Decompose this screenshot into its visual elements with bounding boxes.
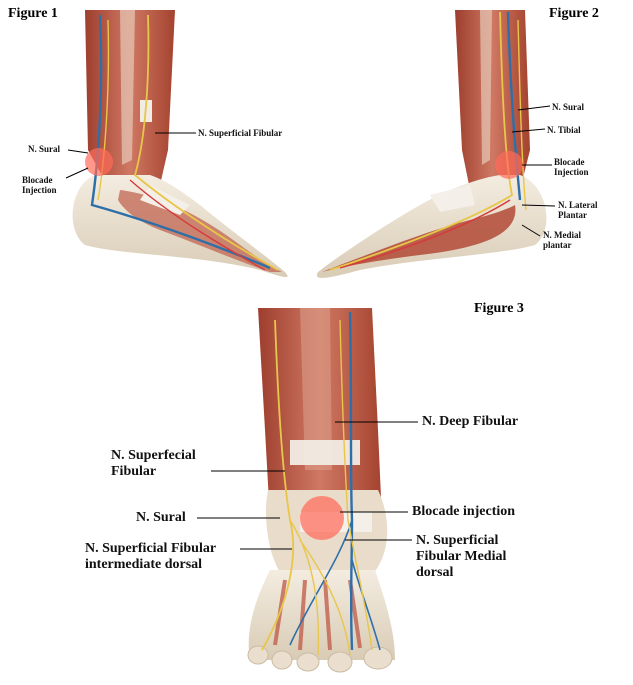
fig3-label-blocade-injection: Blocade injection	[412, 504, 516, 519]
fig2-label-lateral-plantar: N. Lateral Plantar	[558, 200, 598, 221]
fig3-label-sf-intermediate-dorsal: N. Superficial Fibular intermediate dors…	[85, 541, 217, 573]
figure-2-foot-medial	[316, 10, 556, 278]
fig3-label-sural: N. Sural	[136, 510, 186, 525]
fig1-label-blocade-injection: Blocade Injection	[22, 175, 57, 196]
figure-1-foot-lateral	[65, 10, 288, 278]
fig2-label-sural: N. Sural	[552, 102, 585, 112]
fig3-label-superficial-fibular: N. Superfecial Fibular	[111, 448, 196, 480]
figure-3-title: Figure 3	[474, 301, 524, 316]
fig1-label-superficial-fibular: N. Superficial Fibular	[198, 128, 283, 138]
fig3-label-deep-fibular: N. Deep Fibular	[422, 414, 519, 429]
fig2-label-medial-plantar: N. Medial plantar	[543, 230, 581, 251]
figure-3-foot-anterior	[197, 308, 418, 673]
figure-2-title: Figure 2	[549, 6, 599, 21]
fig2-label-tibial: N. Tibial	[547, 125, 581, 135]
figure-1-title: Figure 1	[8, 6, 58, 21]
injection-site-marker	[495, 151, 523, 179]
fig1-label-sural: N. Sural	[28, 144, 61, 154]
fig3-label-sf-medial-dorsal: N. Superficial Fibular Medial dorsal	[416, 533, 507, 581]
injection-site-marker	[85, 148, 113, 176]
fig2-label-blocade-injection: Blocade Injection	[554, 157, 589, 178]
injection-site-marker	[300, 496, 344, 540]
